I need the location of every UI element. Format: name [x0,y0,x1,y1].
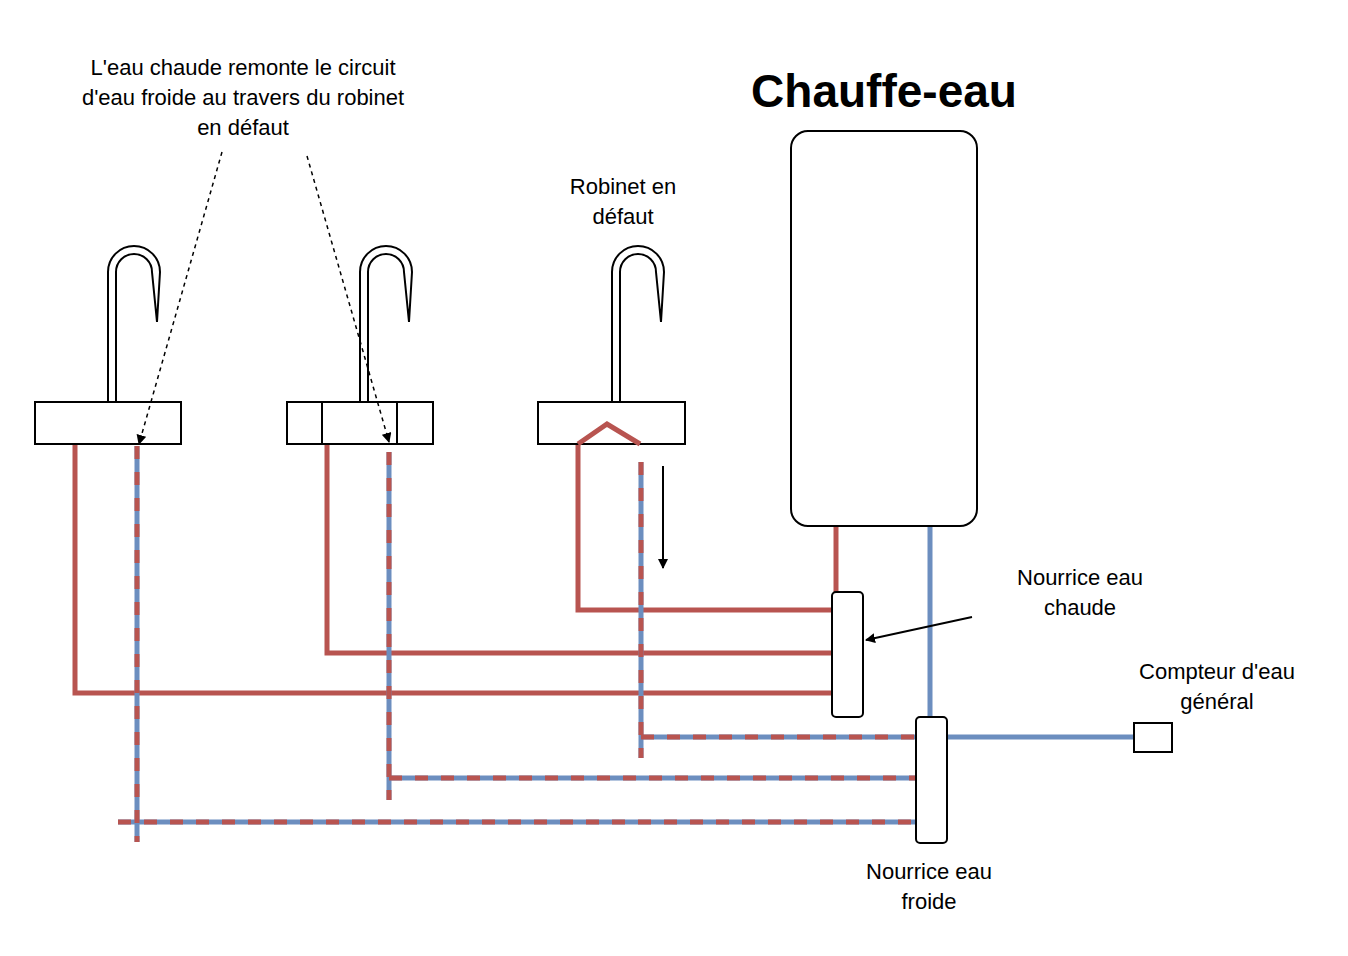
node-heading: Chauffe-eau [751,64,1017,118]
meter-label: Compteur d'eau général [1112,657,1322,717]
cold-pipe [389,776,916,781]
cold-pipe [135,446,140,842]
hot-dash [118,820,916,825]
hot-pipes [75,444,836,693]
manifold-label: Nourrice eau chaude [990,563,1170,623]
flow-arrow [662,466,664,568]
faucet-spout [612,246,664,402]
faucet-spout [108,246,160,402]
faucet-base [287,402,433,444]
faucet-base [538,402,685,444]
faucet-detail [322,402,397,444]
hot-dash [641,735,916,740]
hot-dash [135,446,140,842]
faucet-label: Robinet en défaut [553,172,693,232]
hot-dash [639,462,644,758]
hot-pipe [75,444,832,693]
note-text: L'eau chaude remonte le circuit d'eau fr… [68,53,418,143]
water-meter [1134,723,1172,752]
faulty-mix-path [578,424,640,444]
hot-dash [389,776,916,781]
hot-pipe [327,444,832,653]
leader-line [139,152,222,444]
hot-pipe [834,527,839,592]
cold-pipe [928,527,933,717]
faucet-spout [360,246,412,402]
faucet-base [35,402,181,444]
leader-line [307,156,389,442]
cold-manifold [916,717,947,843]
manifold-label: Nourrice eau froide [854,857,1004,917]
cold-pipe [639,462,644,758]
water-heater-tank: Chauffe-eau [790,130,978,527]
hot-dash [387,452,392,800]
cold-pipes [930,527,1134,737]
cold-pipe [118,820,916,825]
cold-pipe [641,735,916,740]
faucets [35,246,685,444]
cold-pipe [387,452,392,800]
hot-manifold [832,592,863,717]
leader-arrow [866,617,972,640]
cold-pipe [947,735,1134,740]
